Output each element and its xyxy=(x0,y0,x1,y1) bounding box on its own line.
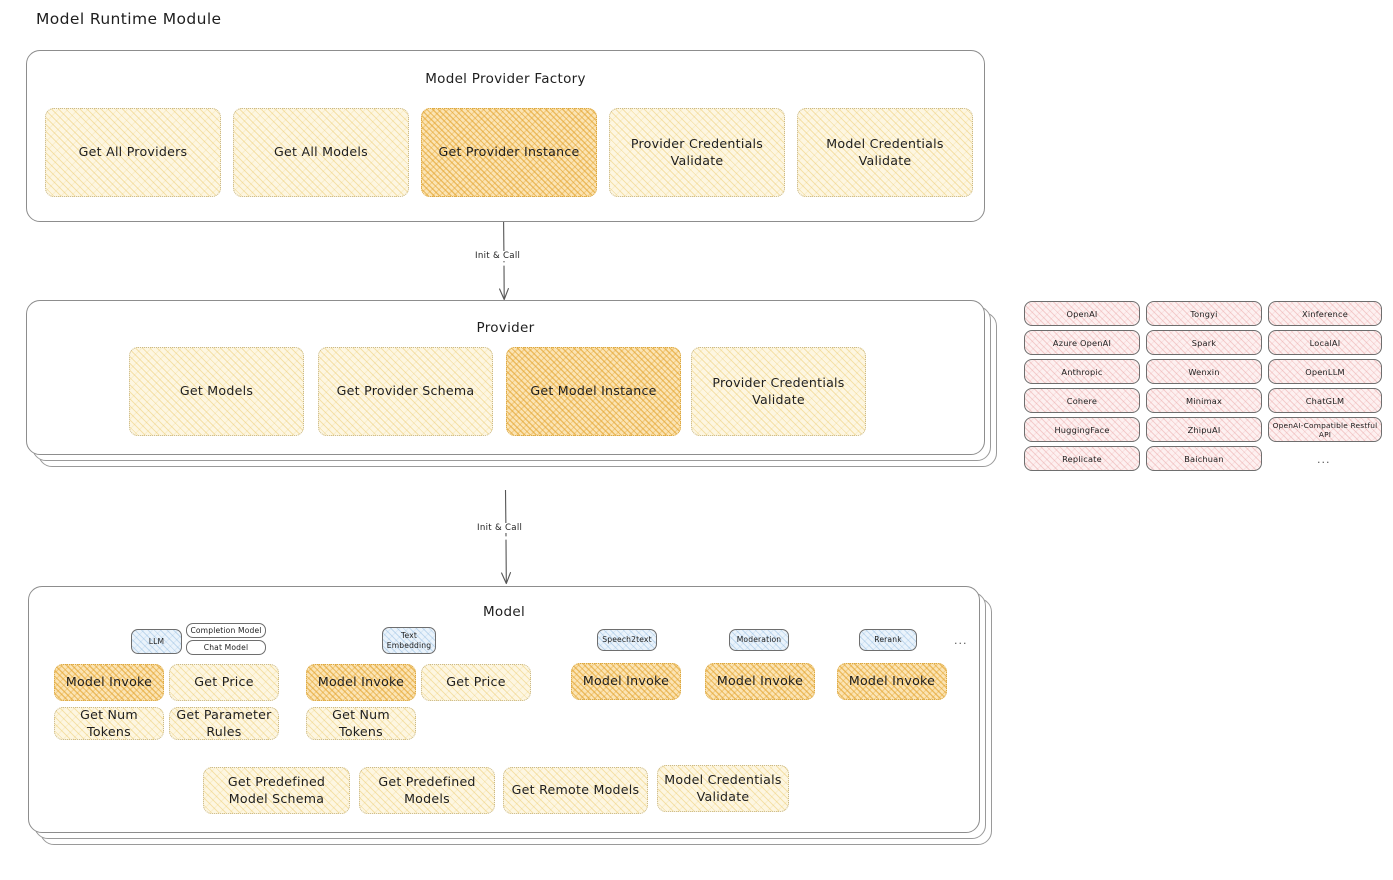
provider-chip-baichuan[interactable]: Baichuan xyxy=(1146,446,1262,471)
model-provider-factory-title: Model Provider Factory xyxy=(425,71,586,87)
provider-chip-openai-compatible-restful-api[interactable]: OpenAI-Compatible Restful API xyxy=(1268,417,1382,442)
model-method-rerank-model-invoke[interactable]: Model Invoke xyxy=(837,663,947,700)
model-shared-method-model-credentials-validate[interactable]: Model Credentials Validate xyxy=(657,765,789,812)
factory-node-provider-credentials-validate[interactable]: Provider Credentials Validate xyxy=(609,108,785,197)
provider-chip-replicate[interactable]: Replicate xyxy=(1024,446,1140,471)
provider-panel: Provider Get Models Get Provider Schema … xyxy=(26,300,985,455)
factory-node-model-credentials-validate[interactable]: Model Credentials Validate xyxy=(797,108,973,197)
model-shared-method-get-remote-models[interactable]: Get Remote Models xyxy=(503,767,648,814)
provider-chip-zhipuai[interactable]: ZhipuAI xyxy=(1146,417,1262,442)
model-title: Model xyxy=(482,604,526,620)
model-method-llm-get-num-tokens[interactable]: Get Num Tokens xyxy=(54,707,164,740)
arrow-bottom-label: Init & Call xyxy=(474,523,526,533)
model-shared-method-get-predefined-models[interactable]: Get Predefined Models xyxy=(359,767,495,814)
provider-chip-huggingface[interactable]: HuggingFace xyxy=(1024,417,1140,442)
provider-chip-azure-openai[interactable]: Azure OpenAI xyxy=(1024,330,1140,355)
arrow-top-label: Init & Call xyxy=(472,251,524,261)
arrow-factory-to-provider xyxy=(494,221,514,302)
model-panel: Model LLM Completion Model Chat Model Mo… xyxy=(28,586,980,833)
model-method-text-embedding-model-invoke[interactable]: Model Invoke xyxy=(306,664,416,701)
provider-node-get-model-instance[interactable]: Get Model Instance xyxy=(506,347,681,436)
model-types-more-ellipsis: ... xyxy=(954,634,968,647)
model-method-speech2text-model-invoke[interactable]: Model Invoke xyxy=(571,663,681,700)
provider-chip-chatglm[interactable]: ChatGLM xyxy=(1268,388,1382,413)
model-type-chip-rerank[interactable]: Rerank xyxy=(859,629,917,651)
factory-node-get-all-providers[interactable]: Get All Providers xyxy=(45,108,221,197)
provider-list-more-ellipsis: ... xyxy=(1317,453,1331,466)
provider-chip-localai[interactable]: LocalAI xyxy=(1268,330,1382,355)
provider-node-get-provider-schema[interactable]: Get Provider Schema xyxy=(318,347,493,436)
model-method-text-embedding-get-price[interactable]: Get Price xyxy=(421,664,531,701)
provider-list: OpenAI Azure OpenAI Anthropic Cohere Hug… xyxy=(1024,301,1382,476)
model-subtype-chip-chat-model[interactable]: Chat Model xyxy=(186,640,266,655)
model-method-llm-get-price[interactable]: Get Price xyxy=(169,664,279,701)
arrow-provider-to-model xyxy=(496,489,516,586)
model-subtype-chip-completion-model[interactable]: Completion Model xyxy=(186,623,266,638)
arrow-down-icon xyxy=(499,221,509,301)
provider-chip-anthropic[interactable]: Anthropic xyxy=(1024,359,1140,384)
provider-node-provider-credentials-validate[interactable]: Provider Credentials Validate xyxy=(691,347,866,436)
provider-node-get-models[interactable]: Get Models xyxy=(129,347,304,436)
model-type-chip-llm[interactable]: LLM xyxy=(131,629,182,654)
factory-node-get-provider-instance[interactable]: Get Provider Instance xyxy=(421,108,597,197)
provider-chip-xinference[interactable]: Xinference xyxy=(1268,301,1382,326)
provider-chip-tongyi[interactable]: Tongyi xyxy=(1146,301,1262,326)
provider-chip-spark[interactable]: Spark xyxy=(1146,330,1262,355)
provider-chip-cohere[interactable]: Cohere xyxy=(1024,388,1140,413)
model-shared-method-get-predefined-model-schema[interactable]: Get Predefined Model Schema xyxy=(203,767,350,814)
provider-title: Provider xyxy=(476,320,535,336)
model-method-text-embedding-get-num-tokens[interactable]: Get Num Tokens xyxy=(306,707,416,740)
model-provider-factory-panel: Model Provider Factory Get All Providers… xyxy=(26,50,985,222)
model-type-chip-speech2text[interactable]: Speech2text xyxy=(597,629,657,651)
provider-chip-openai[interactable]: OpenAI xyxy=(1024,301,1140,326)
provider-chip-minimax[interactable]: Minimax xyxy=(1146,388,1262,413)
model-method-llm-get-parameter-rules[interactable]: Get Parameter Rules xyxy=(169,707,279,740)
model-type-chip-moderation[interactable]: Moderation xyxy=(729,629,789,651)
model-type-chip-text-embedding[interactable]: Text Embedding xyxy=(382,627,436,654)
model-method-moderation-model-invoke[interactable]: Model Invoke xyxy=(705,663,815,700)
provider-chip-wenxin[interactable]: Wenxin xyxy=(1146,359,1262,384)
page-title: Model Runtime Module xyxy=(36,10,222,28)
provider-chip-openllm[interactable]: OpenLLM xyxy=(1268,359,1382,384)
arrow-down-icon xyxy=(501,489,512,585)
factory-node-get-all-models[interactable]: Get All Models xyxy=(233,108,409,197)
model-method-llm-model-invoke[interactable]: Model Invoke xyxy=(54,664,164,701)
